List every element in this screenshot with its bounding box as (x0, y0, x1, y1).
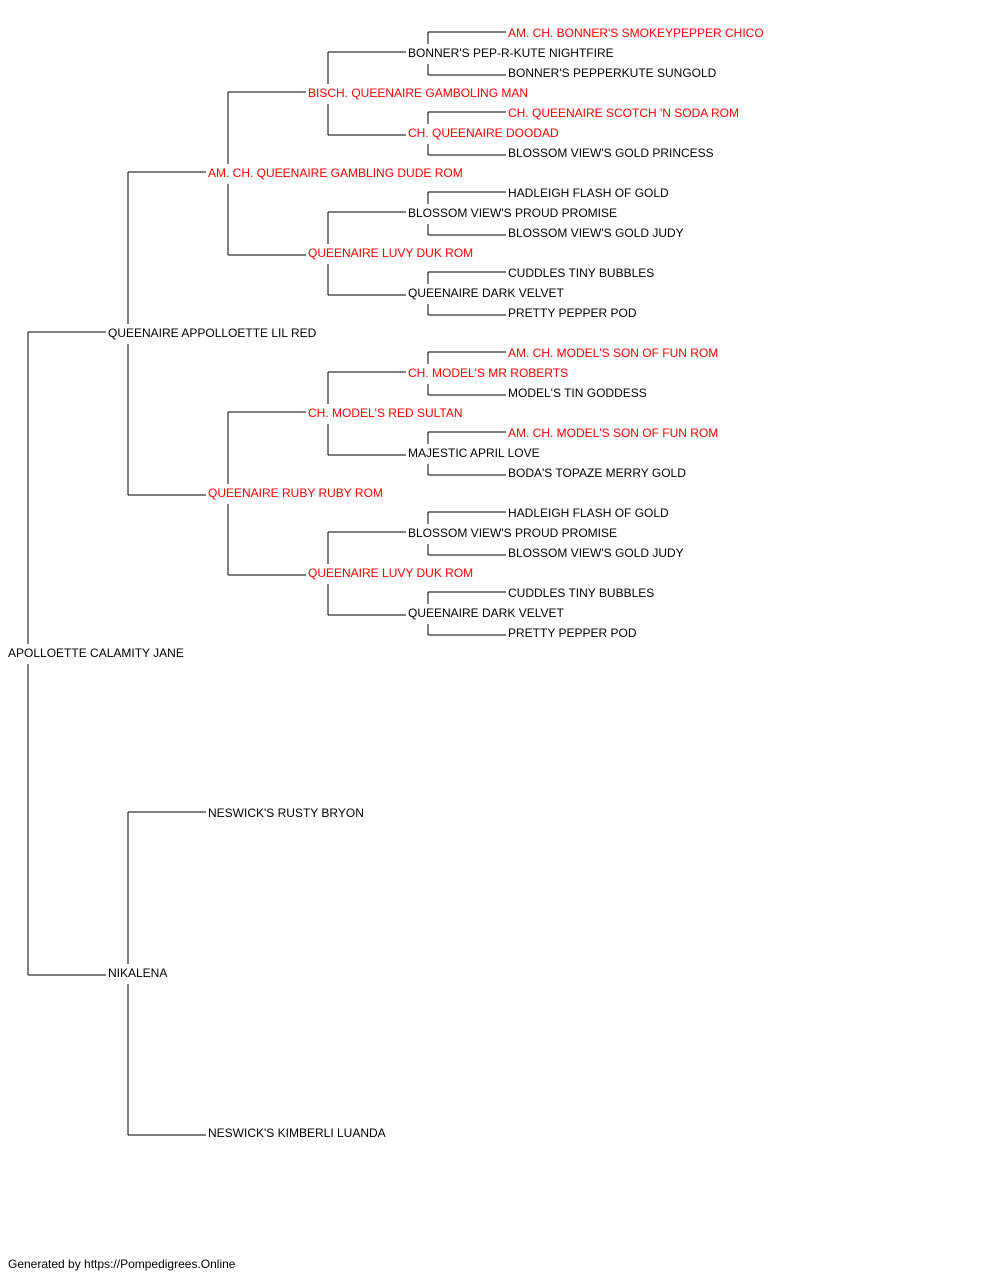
dog-bonner-s-pepperkute-sungold: BONNER'S PEPPERKUTE SUNGOLD (508, 66, 717, 80)
dog-queenaire-luvy-duk-rom: QUEENAIRE LUVY DUK ROM (308, 566, 473, 580)
dog-ch-model-s-mr-roberts: CH. MODEL'S MR ROBERTS (408, 366, 568, 380)
dog-am-ch-model-s-son-of-fun-rom: AM. CH. MODEL'S SON OF FUN ROM (508, 426, 718, 440)
dog-queenaire-luvy-duk-rom: QUEENAIRE LUVY DUK ROM (308, 246, 473, 260)
dog-blossom-view-s-gold-princess: BLOSSOM VIEW'S GOLD PRINCESS (508, 146, 714, 160)
dog-blossom-view-s-proud-promise: BLOSSOM VIEW'S PROUD PROMISE (408, 526, 617, 540)
dog-hadleigh-flash-of-gold: HADLEIGH FLASH OF GOLD (508, 186, 669, 200)
dog-queenaire-dark-velvet: QUEENAIRE DARK VELVET (408, 286, 564, 300)
dog-model-s-tin-goddess: MODEL'S TIN GODDESS (508, 386, 647, 400)
dog-queenaire-dark-velvet: QUEENAIRE DARK VELVET (408, 606, 564, 620)
dog-boda-s-topaze-merry-gold: BODA'S TOPAZE MERRY GOLD (508, 466, 686, 480)
dog-am-ch-bonner-s-smokeypepper-chico: AM. CH. BONNER'S SMOKEYPEPPER CHICO (508, 26, 764, 40)
dog-ch-queenaire-doodad: CH. QUEENAIRE DOODAD (408, 126, 559, 140)
dog-neswick-s-rusty-bryon: NESWICK'S RUSTY BRYON (208, 806, 364, 820)
generated-by-footer: Generated by https://Pompedigrees.Online (8, 1257, 236, 1271)
dog-blossom-view-s-gold-judy: BLOSSOM VIEW'S GOLD JUDY (508, 546, 684, 560)
dog-cuddles-tiny-bubbles: CUDDLES TINY BUBBLES (508, 586, 654, 600)
dog-majestic-april-love: MAJESTIC APRIL LOVE (408, 446, 540, 460)
dog-am-ch-queenaire-gambling-dude-rom: AM. CH. QUEENAIRE GAMBLING DUDE ROM (208, 166, 463, 180)
dog-queenaire-appolloette-lil-red: QUEENAIRE APPOLLOETTE LIL RED (108, 326, 317, 340)
dog-blossom-view-s-proud-promise: BLOSSOM VIEW'S PROUD PROMISE (408, 206, 617, 220)
dog-ch-queenaire-scotch-n-soda-rom: CH. QUEENAIRE SCOTCH 'N SODA ROM (508, 106, 739, 120)
dog-apolloette-calamity-jane: APOLLOETTE CALAMITY JANE (8, 646, 184, 660)
dog-am-ch-model-s-son-of-fun-rom: AM. CH. MODEL'S SON OF FUN ROM (508, 346, 718, 360)
dog-blossom-view-s-gold-judy: BLOSSOM VIEW'S GOLD JUDY (508, 226, 684, 240)
dog-neswick-s-kimberli-luanda: NESWICK'S KIMBERLI LUANDA (208, 1126, 386, 1140)
dog-hadleigh-flash-of-gold: HADLEIGH FLASH OF GOLD (508, 506, 669, 520)
dog-bisch-queenaire-gamboling-man: BISCH. QUEENAIRE GAMBOLING MAN (308, 86, 528, 100)
dog-cuddles-tiny-bubbles: CUDDLES TINY BUBBLES (508, 266, 654, 280)
dog-queenaire-ruby-ruby-rom: QUEENAIRE RUBY RUBY ROM (208, 486, 383, 500)
dog-nikalena: NIKALENA (108, 966, 167, 980)
dog-pretty-pepper-pod: PRETTY PEPPER POD (508, 626, 637, 640)
dog-bonner-s-pep-r-kute-nightfire: BONNER'S PEP-R-KUTE NIGHTFIRE (408, 46, 614, 60)
dog-pretty-pepper-pod: PRETTY PEPPER POD (508, 306, 637, 320)
dog-ch-model-s-red-sultan: CH. MODEL'S RED SULTAN (308, 406, 463, 420)
